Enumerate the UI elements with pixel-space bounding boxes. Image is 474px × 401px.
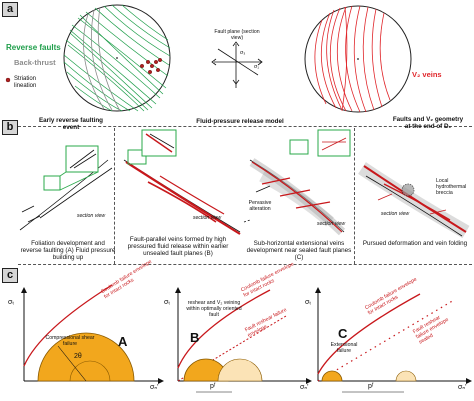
header-early: Early reverse faulting event <box>38 117 104 132</box>
scene-early <box>19 145 113 231</box>
axis-tau-b: σₜ <box>164 299 171 306</box>
divider-b-c <box>18 264 472 265</box>
mohr-plot-C <box>315 287 472 393</box>
divider-b1 <box>114 128 115 264</box>
sigma1-label: σ₁ <box>254 64 259 70</box>
fault-plane-schematic <box>211 41 263 88</box>
stereonet-veins <box>304 5 412 113</box>
divider-b3 <box>354 128 355 264</box>
reshear-note: reshear and V₂ veining within optimally … <box>186 300 242 318</box>
legend-back-thrust: Back-thrust <box>14 58 56 67</box>
axis-sigma-b: σₙ' <box>300 384 309 391</box>
two-theta-label: 2θ <box>74 353 82 360</box>
stereonet-reverse-faults <box>63 4 171 112</box>
caption-1: Foliation development and reverse faulti… <box>20 240 116 262</box>
scene-subhorizontal-veins <box>249 129 351 236</box>
section-view-1: section view <box>76 213 106 219</box>
fault-plane-label: Fault plane (section view) <box>214 29 260 41</box>
axis-tau-a: σₜ <box>8 299 15 306</box>
panel-tag-a: a <box>2 2 18 17</box>
mohr-plot-A <box>21 284 164 384</box>
label-B: B <box>190 330 200 345</box>
legend-veins: V₂ veins <box>412 70 442 79</box>
legend-striation: Striation lineation <box>14 76 37 89</box>
caption-2: Fault-parallel veins formed by high pres… <box>127 236 229 258</box>
label-A: A <box>118 334 128 349</box>
mohr-plot-B <box>175 287 312 393</box>
pf-label-c: pᶠ <box>368 383 374 390</box>
compressional-label: Compressional shear failure <box>45 335 95 347</box>
header-faults-v2: Faults and V₂ geometry at the end of D₁ <box>392 116 464 131</box>
caption-4: Pursued deformation and vein folding <box>362 240 468 247</box>
extensional-label: Extensional failure <box>330 342 358 354</box>
legend-reverse-faults: Reverse faults <box>6 43 61 52</box>
axis-tau-c: σₜ <box>305 299 312 306</box>
divider-a-b <box>18 126 472 127</box>
breccia-label: Local hydrothermal breccia <box>436 178 467 196</box>
axis-sigma-c: σₙ' <box>458 384 467 391</box>
label-C: C <box>338 326 348 341</box>
pf-label-b: pᶠ <box>210 383 216 390</box>
pervasive-alteration-label: Pervasive alteration <box>248 200 272 212</box>
scene-fault-parallel-veins <box>123 129 251 235</box>
panel-tag-b: b <box>2 120 18 135</box>
axis-sigma-a: σₙ' <box>150 384 159 391</box>
scene-final <box>358 162 470 239</box>
striation-legend-dot <box>5 77 11 83</box>
header-fluid: Fluid-pressure release model <box>196 118 284 125</box>
section-view-3: section view <box>316 221 346 227</box>
caption-3: Sub-horizontal extensional veins develop… <box>246 240 352 262</box>
section-view-2: section view <box>192 215 222 221</box>
sigma3-label: σ₃ <box>240 50 246 56</box>
section-view-4: section view <box>380 211 410 217</box>
panel-tag-c: c <box>2 268 18 283</box>
